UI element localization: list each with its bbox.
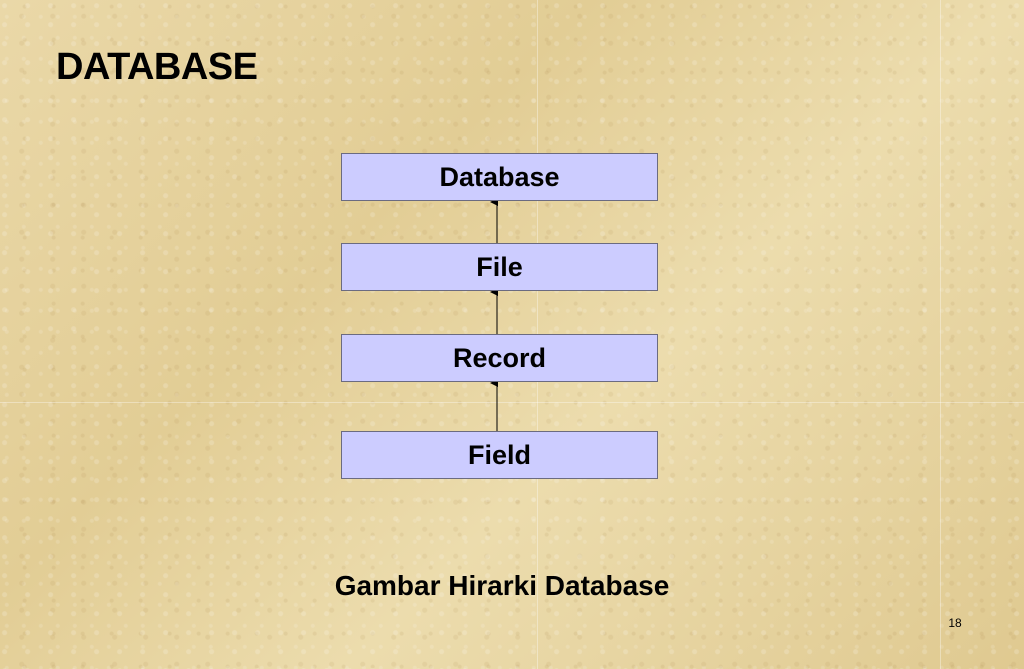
node-record: Record bbox=[341, 334, 658, 382]
page-number: 18 bbox=[948, 616, 962, 630]
slide-title: DATABASE bbox=[56, 46, 258, 88]
node-file: File bbox=[341, 243, 658, 291]
background-seam bbox=[0, 402, 1024, 403]
diagram-caption: Gambar Hirarki Database bbox=[334, 570, 670, 601]
node-field: Field bbox=[341, 431, 658, 479]
background-seam bbox=[940, 0, 941, 669]
node-label: File bbox=[476, 251, 523, 282]
node-database: Database bbox=[341, 153, 658, 201]
node-label: Field bbox=[467, 439, 531, 470]
node-label: Record bbox=[452, 342, 547, 373]
node-label: Database bbox=[439, 161, 560, 192]
